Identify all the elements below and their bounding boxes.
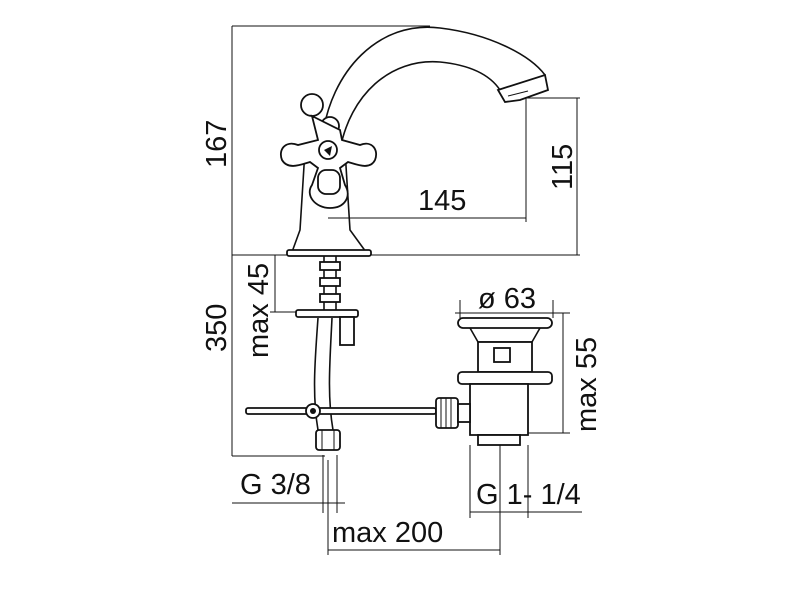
label-deck-thickness: max 45: [243, 263, 275, 358]
label-inlet-thread: G 3/8: [240, 469, 311, 501]
faucet-body: [286, 26, 550, 257]
label-waste-height: max 55: [571, 337, 603, 432]
label-spout-reach: 145: [418, 185, 466, 217]
label-below-deck: 350: [201, 304, 233, 352]
label-waste-diameter: ø 63: [478, 283, 536, 315]
label-spout-height: 115: [547, 144, 579, 190]
cross-handle[interactable]: [280, 93, 377, 209]
label-waste-thread: G 1- 1/4: [476, 479, 581, 511]
pop-up-waste: [435, 317, 553, 446]
label-rod-length: max 200: [332, 517, 443, 549]
label-height-total: 167: [201, 120, 233, 168]
